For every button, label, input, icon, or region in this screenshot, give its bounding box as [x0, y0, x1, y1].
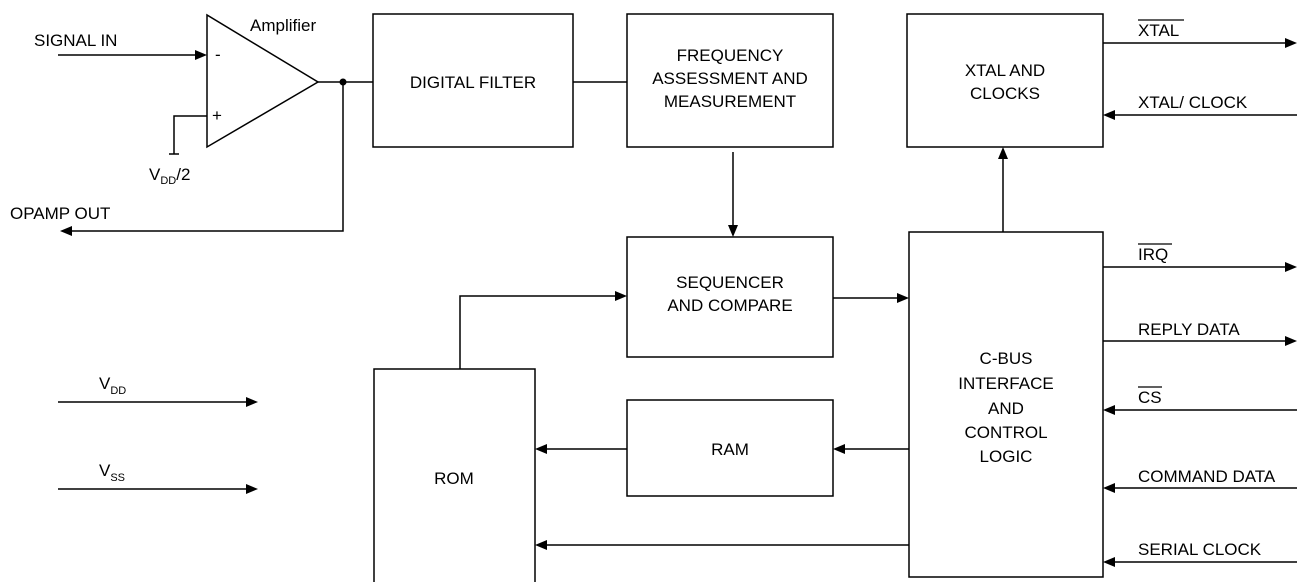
cs-bar-label: CS [1138, 388, 1162, 407]
frequency-label-line3: MEASUREMENT [664, 92, 796, 111]
frequency-label-line2: ASSESSMENT AND [652, 69, 808, 88]
ram-label: RAM [711, 440, 749, 459]
cbus-label-line4: CONTROL [964, 423, 1047, 442]
vdd-half-wire [173, 115, 207, 154]
command-data-label: COMMAND DATA [1138, 467, 1276, 486]
signal-in-arrow [195, 50, 207, 60]
vdd-label: VDD [99, 374, 126, 397]
digital-filter-label: DIGITAL FILTER [410, 73, 536, 92]
frequency-block [626, 13, 834, 148]
sequencer-to-cbus-arrow [897, 293, 909, 303]
xtal-clock-in-arrow [1103, 110, 1115, 120]
signal-in-label: SIGNAL IN [34, 31, 117, 50]
amplifier-symbol [206, 13, 320, 149]
amplifier-minus: - [215, 45, 221, 64]
ram-to-rom-arrow [535, 444, 547, 454]
rom-to-sequencer-wire [459, 295, 615, 369]
vss-arrow [246, 484, 258, 494]
irq-bar-label: IRQ [1138, 245, 1168, 264]
serial-clock-arrow [1103, 557, 1115, 567]
cbus-block [908, 231, 1104, 578]
cbus-label-line3: AND [988, 399, 1024, 418]
xtal-clocks-label-line2: CLOCKS [970, 84, 1040, 103]
opamp-out-label: OPAMP OUT [10, 204, 110, 223]
reply-data-label: REPLY DATA [1138, 320, 1240, 339]
cbus-to-ram-arrow [833, 444, 845, 454]
frequency-label-line1: FREQUENCY [677, 46, 784, 65]
xtal-clock-label: XTAL/ CLOCK [1138, 93, 1248, 112]
sequencer-label-line2: AND COMPARE [667, 296, 792, 315]
irq-out-arrow [1285, 262, 1297, 272]
vdd-half-label: VDD/2 [149, 165, 190, 187]
sequencer-label-line1: SEQUENCER [676, 273, 784, 292]
digital-filter-block [372, 13, 574, 148]
xtal-clocks-label-line1: XTAL AND [965, 61, 1045, 80]
serial-clock-label: SERIAL CLOCK [1138, 540, 1262, 559]
frequency-to-sequencer-arrow [728, 225, 738, 237]
cbus-to-xtal-arrow [998, 147, 1008, 159]
rom-block [373, 368, 536, 582]
cbus-label-line1: C-BUS [980, 349, 1033, 368]
amplifier-label: Amplifier [250, 16, 316, 35]
opamp-out-wire [72, 82, 344, 232]
vss-label: VSS [99, 461, 125, 484]
xtal-out-arrow [1285, 38, 1297, 48]
xtal-bar-label: XTAL [1138, 21, 1179, 40]
rom-to-sequencer-arrow [615, 291, 627, 301]
command-data-arrow [1103, 483, 1115, 493]
sequencer-block [626, 236, 834, 358]
rom-label: ROM [434, 469, 474, 488]
cbus-label-line5: LOGIC [980, 447, 1033, 466]
reply-data-arrow [1285, 336, 1297, 346]
cbus-to-rom-arrow [535, 540, 547, 550]
ram-block [626, 399, 834, 497]
xtal-clocks-block [906, 13, 1104, 148]
cbus-label-line2: INTERFACE [958, 374, 1053, 393]
amplifier-plus: + [212, 106, 222, 125]
cs-in-arrow [1103, 405, 1115, 415]
opamp-out-arrow [60, 226, 72, 236]
vdd-arrow [246, 397, 258, 407]
